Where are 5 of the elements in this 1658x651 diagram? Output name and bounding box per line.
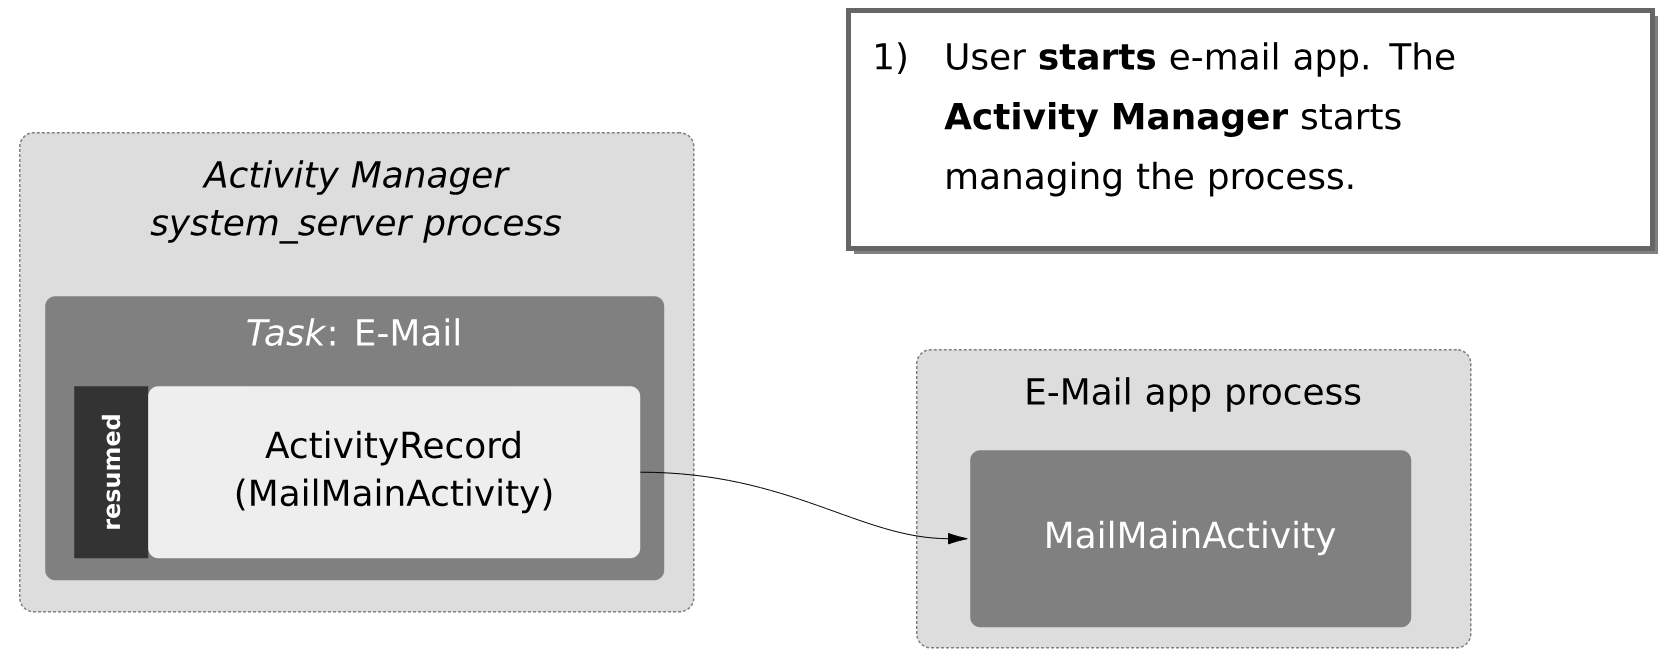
record-box: ActivityRecord (MailMainActivity): [148, 386, 641, 559]
state-bar: resumed: [74, 386, 149, 559]
arrow: [639, 471, 968, 545]
callout-box: 1) User starts e-mail app. The Activity Manager starts managing the process.: [846, 8, 1655, 251]
task-box: MailMainActivity: [970, 450, 1412, 628]
